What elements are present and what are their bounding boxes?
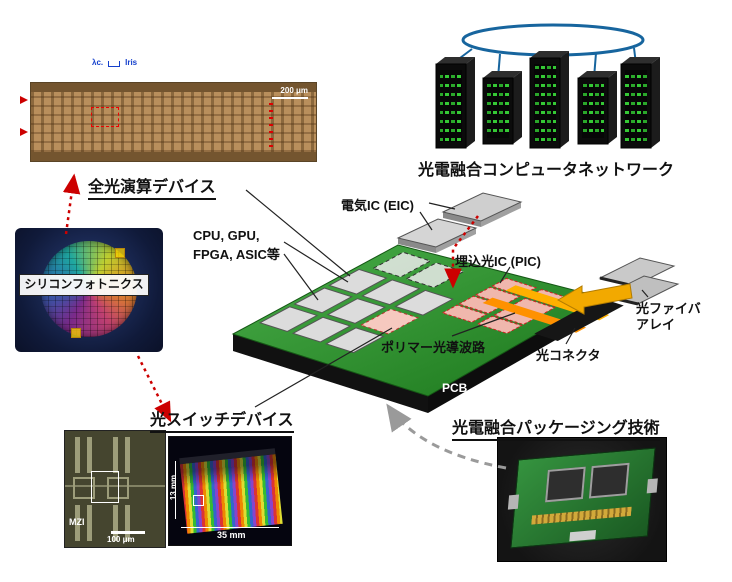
waveguide-structure	[113, 437, 118, 473]
package-gold-pads	[531, 506, 632, 525]
bracket-icon	[108, 61, 121, 67]
eic-mount-site	[373, 252, 430, 277]
red-dotted-arrow-wafer-to-device	[62, 173, 81, 235]
chip-channel-ticks	[269, 99, 273, 147]
switch-chip-roi-outline	[193, 495, 204, 506]
wafer-marker-square	[115, 248, 125, 258]
waveguide-structure	[113, 505, 118, 541]
cpu-label-line1: CPU, GPU,	[193, 228, 260, 243]
mzi-scale-label: 100 μm	[107, 535, 135, 544]
waveguide-structure	[125, 505, 130, 541]
pic-label: 埋込光IC (PIC)	[455, 254, 541, 269]
package-chip	[545, 466, 586, 503]
server-tower	[482, 71, 522, 145]
silicon-photonics-photo: シリコンフォトニクス	[15, 228, 163, 352]
lambda-label: λc.	[92, 58, 104, 67]
packaging-photo	[497, 437, 667, 562]
package-chip	[588, 462, 630, 499]
chip-roi-outline	[91, 107, 119, 127]
waveguide-structure	[75, 505, 80, 541]
chip-height-label: 13 mm	[169, 474, 179, 501]
optical-switch-label: 光スイッチデバイス	[150, 406, 294, 433]
server-tower	[435, 57, 475, 149]
wafer-marker-square	[71, 328, 81, 338]
waveguide-structure	[125, 437, 130, 473]
waveguide-structure	[75, 437, 80, 473]
height-dimension-line	[175, 461, 176, 519]
width-dimension-line	[181, 527, 279, 528]
mzi-scale-bar	[111, 531, 145, 534]
package-connector-tab	[646, 478, 658, 494]
switch-chip-photo: 13 mm 35 mm	[168, 436, 292, 546]
pointer-lines	[245, 189, 649, 408]
ring-structure	[73, 477, 95, 499]
packaging-label: 光電融合パッケージング技術	[452, 414, 660, 441]
chip-scale-label: 200 μm	[280, 86, 308, 95]
chip-scale-bar	[272, 97, 308, 99]
polymer-waveguide	[482, 297, 587, 333]
red-pointer-icon	[20, 128, 28, 136]
network-ring-icon	[461, 23, 645, 57]
package-board	[507, 447, 658, 549]
mzi-micrograph-photo: MZI 100 μm	[64, 430, 166, 548]
all-optical-device-label: 全光演算デバイス	[88, 173, 216, 200]
waveguide-structure	[87, 505, 92, 541]
switch-chip-surface	[179, 448, 283, 534]
fiber-array-label-line2: アレイ	[636, 317, 676, 332]
optical-switch-chip-site	[361, 309, 418, 334]
package-fiber-block	[569, 529, 597, 542]
pcb-label: PCB	[442, 381, 468, 395]
optical-connector-bar	[534, 298, 624, 342]
network-links	[451, 47, 637, 79]
server-tower	[529, 51, 569, 149]
coupling-arrow-icon	[556, 283, 633, 315]
silicon-photonics-label: シリコンフォトニクス	[19, 274, 149, 296]
pic-region	[443, 278, 571, 333]
waveguide-line	[65, 485, 165, 487]
eic-chip-floating	[396, 218, 478, 253]
board-surface	[231, 244, 603, 397]
waveguide-structure	[87, 437, 92, 473]
all-optical-device-photo: 200 μm	[30, 82, 317, 162]
optical-connector-label: 光コネクタ	[536, 348, 601, 363]
package-connector-tab	[507, 494, 520, 510]
chip-width-label: 35 mm	[217, 530, 246, 540]
mzi-label: MZI	[69, 517, 85, 527]
network-label: 光電融合コンピュータネットワーク	[418, 162, 675, 179]
iris-label: Iris	[125, 58, 138, 67]
pcb-board-illustration	[233, 193, 678, 413]
server-tower	[577, 71, 617, 145]
polymer-waveguide	[505, 285, 610, 321]
eic-chip-floating	[441, 192, 523, 227]
server-network-illustration	[435, 23, 660, 149]
mzi-roi-outline	[91, 471, 119, 503]
chip-annotations: λc. Iris	[92, 58, 137, 67]
cpu-label-line2: FPGA, ASIC等	[193, 247, 280, 262]
server-tower	[620, 57, 660, 149]
red-pointer-icon	[20, 96, 28, 104]
chip-grid	[260, 239, 626, 390]
eic-label: 電気IC (EIC)	[341, 198, 414, 213]
polymer-waveguide-label: ポリマー光導波路	[381, 340, 486, 355]
